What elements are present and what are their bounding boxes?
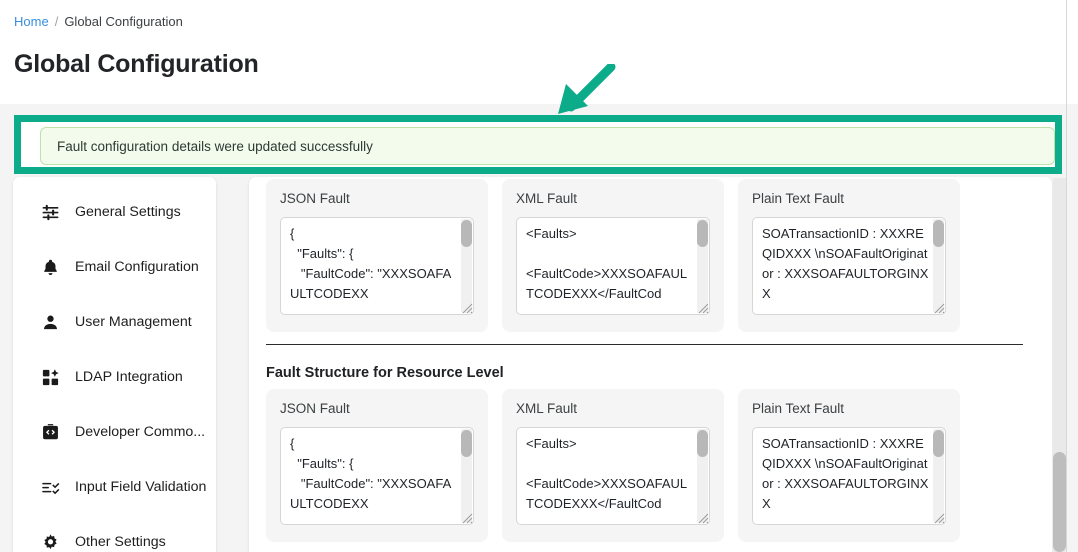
sidebar-item-label: LDAP Integration bbox=[75, 369, 183, 385]
sidebar-item-label: Developer Commo... bbox=[75, 424, 206, 440]
person-icon bbox=[40, 312, 61, 333]
fault-textarea-wrap bbox=[752, 427, 946, 525]
sidebar-item-other-settings[interactable]: Other Settings bbox=[13, 523, 216, 552]
fault-configuration-panel: JSON Fault XML Fault bbox=[249, 177, 1052, 552]
plain-text-fault-textarea[interactable] bbox=[752, 427, 946, 525]
textarea-resize-handle[interactable] bbox=[461, 512, 473, 524]
textarea-scrollbar-thumb[interactable] bbox=[933, 430, 944, 457]
textarea-scrollbar-thumb[interactable] bbox=[461, 220, 472, 247]
json-fault-textarea[interactable] bbox=[280, 427, 474, 525]
sidebar-item-developer-commons[interactable]: Developer Commo... bbox=[13, 413, 216, 451]
fault-card-row: JSON Fault XML Fault bbox=[266, 389, 1035, 542]
sidebar-item-label: Other Settings bbox=[75, 534, 166, 550]
fault-structure-section-resource: Fault Structure for Resource Level JSON … bbox=[266, 345, 1035, 542]
sidebar-item-label: Email Configuration bbox=[75, 259, 199, 275]
fault-card-title: JSON Fault bbox=[280, 191, 350, 206]
sidebar-item-ldap-integration[interactable]: LDAP Integration bbox=[13, 358, 216, 396]
fault-structure-section-global: JSON Fault XML Fault bbox=[266, 177, 1035, 345]
sidebar-item-user-management[interactable]: User Management bbox=[13, 303, 216, 341]
textarea-scrollbar-track[interactable] bbox=[461, 219, 472, 313]
fault-card-title: Plain Text Fault bbox=[752, 401, 845, 416]
xml-fault-textarea[interactable] bbox=[516, 217, 710, 315]
fault-textarea-wrap bbox=[516, 427, 710, 525]
sliders-icon bbox=[40, 202, 61, 223]
bell-icon bbox=[40, 257, 61, 278]
textarea-scrollbar-thumb[interactable] bbox=[461, 430, 472, 457]
success-alert: Fault configuration details were updated… bbox=[40, 127, 1055, 165]
section-heading: Fault Structure for Resource Level bbox=[266, 365, 504, 381]
success-alert-message: Fault configuration details were updated… bbox=[57, 138, 373, 154]
alert-highlight-frame: Fault configuration details were updated… bbox=[14, 115, 1062, 174]
textarea-scrollbar-track[interactable] bbox=[933, 219, 944, 313]
page-title: Global Configuration bbox=[14, 50, 259, 78]
textarea-resize-handle[interactable] bbox=[933, 302, 945, 314]
fault-card-row: JSON Fault XML Fault bbox=[266, 179, 1035, 332]
grid-sparkle-icon bbox=[40, 367, 61, 388]
sidebar-item-input-field-validation[interactable]: Input Field Validation bbox=[13, 468, 216, 506]
settings-sidebar: General Settings Email Configuration Use… bbox=[13, 177, 216, 552]
textarea-scrollbar-track[interactable] bbox=[697, 219, 708, 313]
textarea-scrollbar-thumb[interactable] bbox=[697, 430, 708, 457]
page-right-gutter bbox=[1066, 0, 1078, 552]
fault-card-plain-text: Plain Text Fault bbox=[738, 179, 960, 332]
sidebar-item-label: User Management bbox=[75, 314, 192, 330]
textarea-scrollbar-track[interactable] bbox=[697, 429, 708, 523]
textarea-scrollbar-thumb[interactable] bbox=[933, 220, 944, 247]
sidebar-item-email-configuration[interactable]: Email Configuration bbox=[13, 248, 216, 286]
fault-card-json: JSON Fault bbox=[266, 179, 488, 332]
breadcrumb: Home / Global Configuration bbox=[14, 14, 183, 29]
page-right-gutter-top bbox=[1066, 0, 1078, 104]
json-fault-textarea[interactable] bbox=[280, 217, 474, 315]
fault-card-xml: XML Fault bbox=[502, 389, 724, 542]
sidebar-item-label: General Settings bbox=[75, 204, 181, 220]
fault-card-xml: XML Fault bbox=[502, 179, 724, 332]
fault-card-plain-text: Plain Text Fault bbox=[738, 389, 960, 542]
fault-textarea-wrap bbox=[280, 427, 474, 525]
sidebar-item-label: Input Field Validation bbox=[75, 479, 207, 495]
plain-text-fault-textarea[interactable] bbox=[752, 217, 946, 315]
gear-icon bbox=[40, 532, 61, 552]
fault-card-title: XML Fault bbox=[516, 191, 578, 206]
textarea-scrollbar-track[interactable] bbox=[461, 429, 472, 523]
textarea-resize-handle[interactable] bbox=[933, 512, 945, 524]
sidebar-item-general-settings[interactable]: General Settings bbox=[13, 193, 216, 231]
breadcrumb-current: Global Configuration bbox=[64, 14, 183, 29]
code-box-icon bbox=[40, 422, 61, 443]
textarea-resize-handle[interactable] bbox=[461, 302, 473, 314]
textarea-scrollbar-track[interactable] bbox=[933, 429, 944, 523]
breadcrumb-separator: / bbox=[54, 14, 59, 29]
fault-card-title: XML Fault bbox=[516, 401, 578, 416]
page-scrollbar-thumb[interactable] bbox=[1053, 452, 1066, 552]
fault-card-json: JSON Fault bbox=[266, 389, 488, 542]
fault-card-title: JSON Fault bbox=[280, 401, 350, 416]
xml-fault-textarea[interactable] bbox=[516, 427, 710, 525]
fault-textarea-wrap bbox=[516, 217, 710, 315]
fault-card-title: Plain Text Fault bbox=[752, 191, 845, 206]
textarea-resize-handle[interactable] bbox=[697, 512, 709, 524]
textarea-resize-handle[interactable] bbox=[697, 302, 709, 314]
fault-textarea-wrap bbox=[280, 217, 474, 315]
page-right-border bbox=[1066, 0, 1067, 552]
textarea-scrollbar-thumb[interactable] bbox=[697, 220, 708, 247]
section-divider bbox=[266, 344, 1023, 345]
breadcrumb-home-link[interactable]: Home bbox=[14, 14, 49, 29]
list-check-icon bbox=[40, 477, 61, 498]
fault-configuration-content: JSON Fault XML Fault bbox=[249, 177, 1052, 542]
fault-textarea-wrap bbox=[752, 217, 946, 315]
